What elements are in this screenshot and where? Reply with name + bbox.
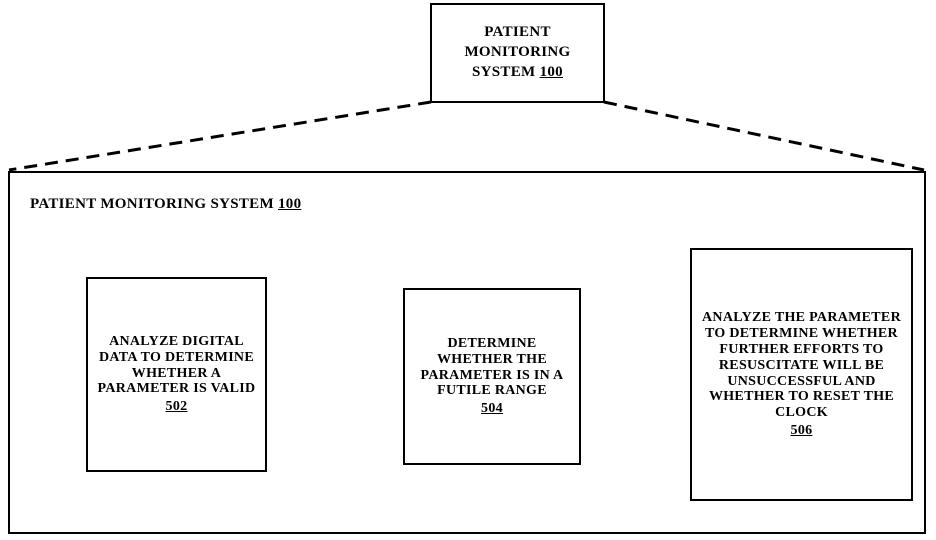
system-container-label: PATIENT MONITORING SYSTEM 100 [30,196,301,213]
system-container-label-text: PATIENT MONITORING SYSTEM [30,196,278,212]
step-box-504-text-wrap: DETERMINE WHETHER THE PARAMETER IS IN A … [405,336,579,418]
step-box-502-text: ANALYZE DIGITAL DATA TO DETERMINE WHETHE… [97,333,256,397]
expansion-line-left-icon [8,100,432,172]
step-box-502-text-wrap: ANALYZE DIGITAL DATA TO DETERMINE WHETHE… [88,334,265,416]
top-system-box-line-3: SYSTEM [472,63,540,80]
expansion-line-right-icon [603,100,925,172]
top-system-box: PATIENT MONITORING SYSTEM 100 [430,3,605,103]
top-system-box-line-2: MONITORING [464,44,571,61]
step-box-506-text-wrap: ANALYZE THE PARAMETER TO DETERMINE WHETH… [692,310,911,440]
step-box-506-reference-numeral: 506 [790,423,813,439]
step-box-504-reference-numeral: 504 [481,401,503,417]
top-system-box-reference-numeral: 100 [539,63,563,80]
step-box-502: ANALYZE DIGITAL DATA TO DETERMINE WHETHE… [86,277,267,472]
step-box-506-text: ANALYZE THE PARAMETER TO DETERMINE WHETH… [702,309,901,421]
system-container-reference-numeral: 100 [277,196,302,212]
step-box-506: ANALYZE THE PARAMETER TO DETERMINE WHETH… [690,248,913,501]
step-box-502-reference-numeral: 502 [165,399,188,415]
step-box-504: DETERMINE WHETHER THE PARAMETER IS IN A … [403,288,581,465]
top-system-box-line-1: PATIENT [484,24,551,41]
top-system-box-text: PATIENT MONITORING SYSTEM 100 [460,23,574,82]
step-box-504-text: DETERMINE WHETHER THE PARAMETER IS IN A … [420,335,564,399]
